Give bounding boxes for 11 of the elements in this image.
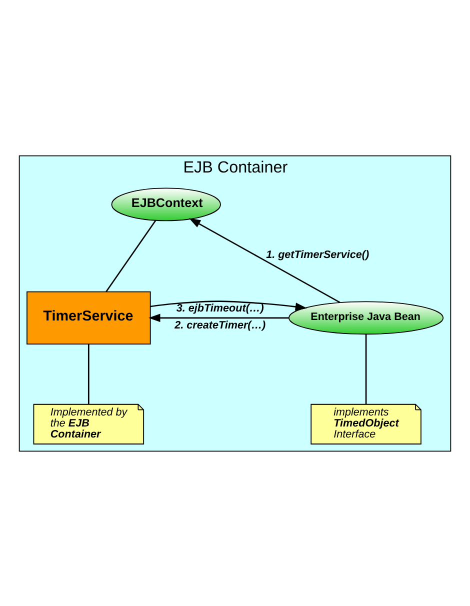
edge-label: 3. ejbTimeout(…): [176, 302, 264, 314]
edge-label: 2. createTimer(…): [174, 318, 266, 331]
connector: [365, 334, 367, 404]
arrow: [188, 218, 340, 302]
arrow: [148, 313, 289, 322]
connector: [88, 344, 90, 404]
edge-label: 1. getTimerService(): [266, 248, 370, 261]
node-box: TimerService: [26, 290, 151, 344]
connector: [106, 220, 156, 292]
node-ellipse: EJBContext: [111, 187, 221, 221]
arrow: [150, 300, 308, 310]
